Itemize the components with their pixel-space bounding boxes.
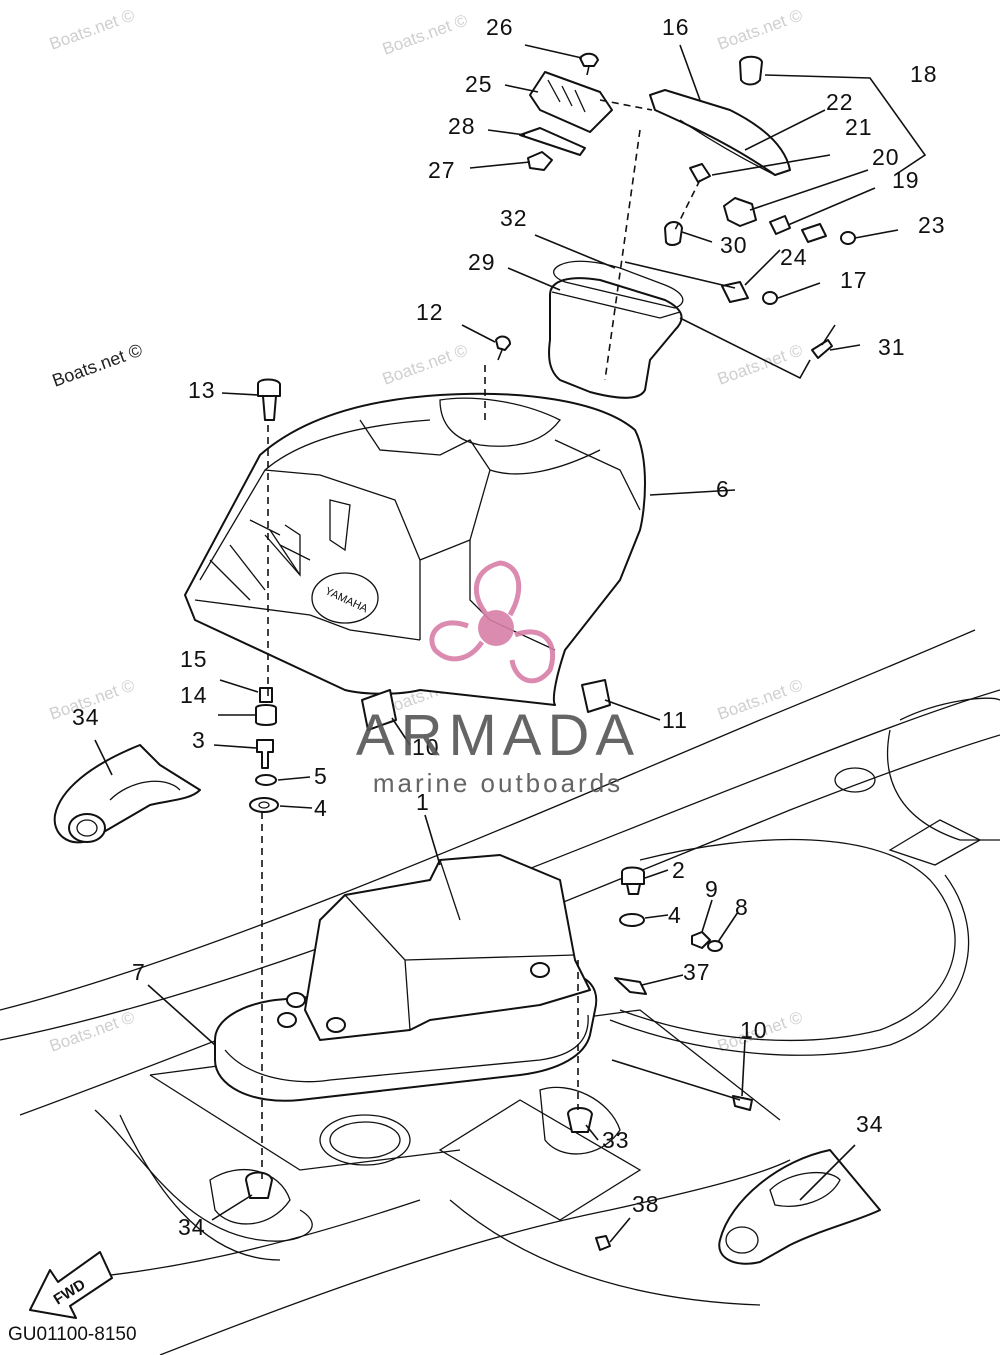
leader-lines <box>94 44 899 1243</box>
callout-9: 8 <box>735 894 749 920</box>
callout-10: 9 <box>705 876 719 902</box>
brand-tagline: marine outboards <box>373 768 623 798</box>
callout-21: 20 <box>872 144 900 170</box>
watermark-text: Boats.net © <box>380 340 471 388</box>
callout-28: 27 <box>428 157 456 183</box>
hull-deck <box>0 629 1000 1355</box>
diagram-code: GU01100-8150 <box>8 1324 137 1345</box>
callout-36: 34 <box>72 704 100 730</box>
callout-1: 1 <box>416 789 430 815</box>
yamaha-badge <box>311 572 379 624</box>
watermark-text: Boats.net © <box>47 5 138 53</box>
callout-37: 37 <box>683 959 711 985</box>
callout-30: 29 <box>468 249 496 275</box>
callout-numbers: 26 16 18 25 22 21 28 20 27 19 32 23 30 2… <box>72 14 946 1240</box>
callout-4-left: 4 <box>314 795 328 821</box>
callout-29: 28 <box>448 113 476 139</box>
callout-13: 12 <box>416 299 444 325</box>
callout-25: 24 <box>780 244 808 270</box>
watermark-text: Boats.net © <box>715 340 806 388</box>
callout-8: 10 <box>740 1017 768 1043</box>
watermark-text: Boats.net © <box>715 675 806 723</box>
callout-2: 2 <box>672 857 686 883</box>
callout-15: 14 <box>180 682 208 708</box>
callout-24: 23 <box>918 212 946 238</box>
callout-12: 11 <box>662 707 688 733</box>
watermark-text-dark: Boats.net © <box>50 340 145 391</box>
propeller-logo <box>429 560 556 684</box>
part-7-hood: YAMAHA <box>184 392 646 706</box>
watermark-text: Boats.net © <box>47 1007 138 1055</box>
callout-34-left: 34 <box>178 1214 206 1240</box>
armada-watermark: ARMADA marine outboards <box>356 560 640 798</box>
callout-26: 25 <box>465 71 493 97</box>
callout-31: 30 <box>720 232 748 258</box>
callout-17: 16 <box>662 14 690 40</box>
callout-33: 32 <box>500 205 528 231</box>
callout-18: 17 <box>840 267 868 293</box>
callout-34-right: 33 <box>602 1127 630 1153</box>
alignment-lines <box>261 99 701 1180</box>
callout-7: 6 <box>716 476 730 502</box>
callout-16: 15 <box>180 646 208 672</box>
callout-11: 10 <box>412 734 440 760</box>
part-1-storage-box <box>214 854 598 1102</box>
group-brackets <box>624 74 927 380</box>
callout-19: 18 <box>910 61 938 87</box>
callout-20: 19 <box>892 167 920 193</box>
callout-4-right: 4 <box>668 902 682 928</box>
callout-32: 31 <box>878 334 906 360</box>
watermark-text: Boats.net © <box>715 5 806 53</box>
callout-3: 3 <box>192 727 206 753</box>
callout-27: 26 <box>486 14 514 40</box>
callout-6: 7 <box>132 959 146 985</box>
callout-35: 34 <box>856 1111 884 1137</box>
callout-22: 21 <box>845 114 873 140</box>
callout-14: 13 <box>188 377 216 403</box>
brand-name: ARMADA <box>356 703 640 768</box>
watermark-text: Boats.net © <box>380 10 471 58</box>
callout-23: 22 <box>826 89 854 115</box>
callout-38: 38 <box>632 1191 660 1217</box>
hatch-hardware <box>53 52 881 1265</box>
callout-5: 5 <box>314 763 328 789</box>
forward-arrow: FWD <box>29 1251 113 1319</box>
